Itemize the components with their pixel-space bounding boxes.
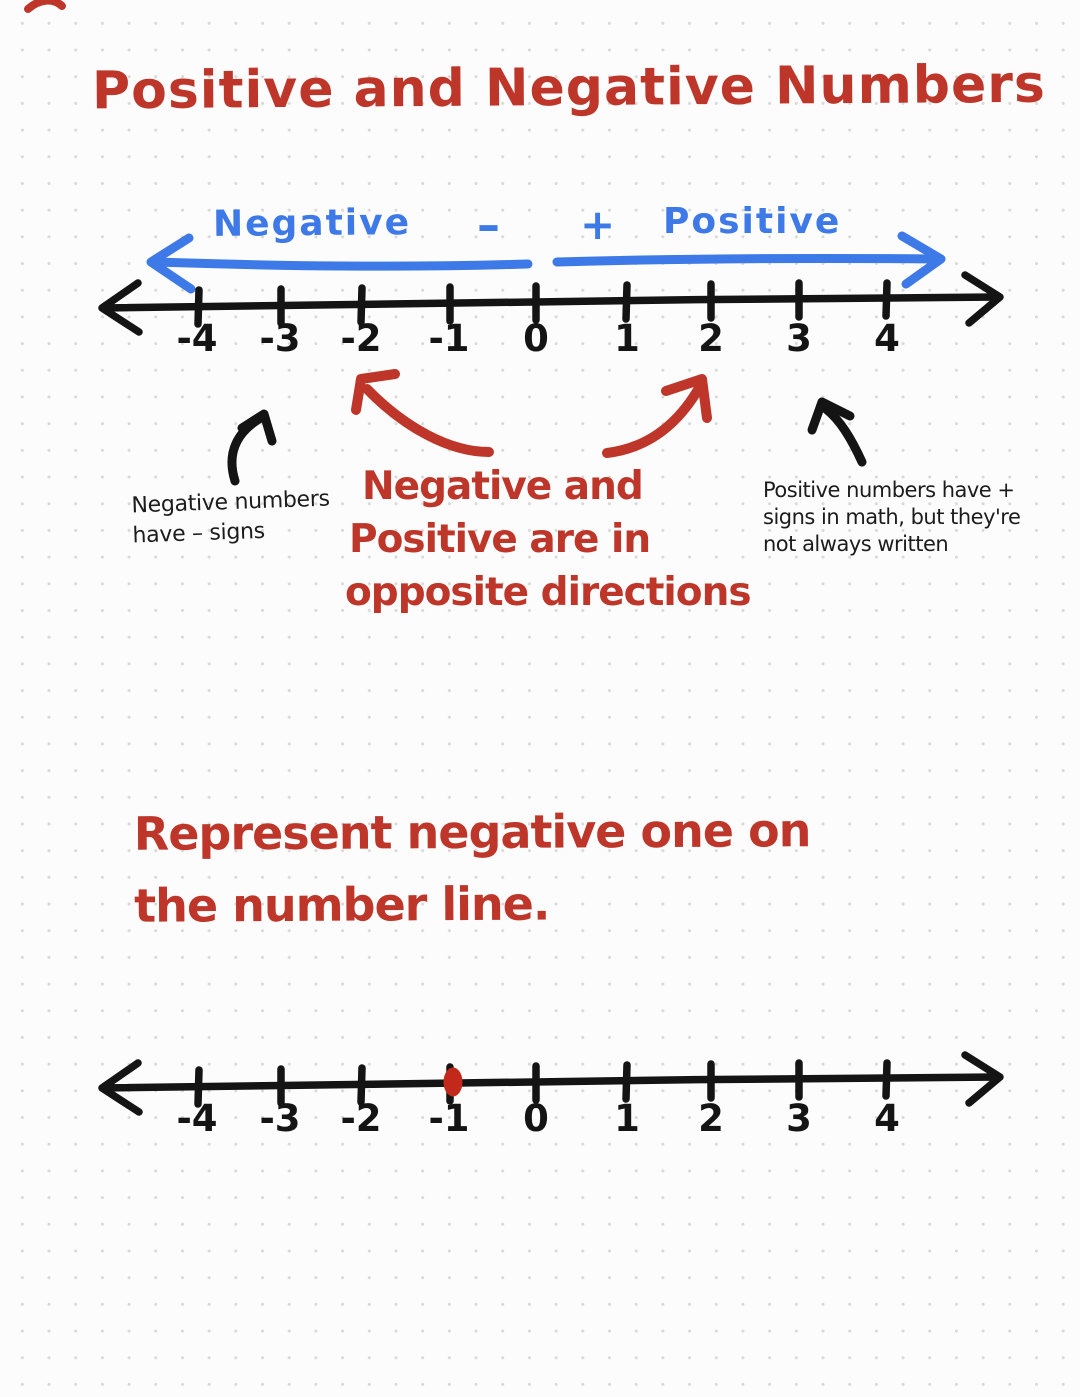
positive-numbers-note: Positive numbers have + signs in math, b…: [763, 477, 1021, 558]
prompt-line: the number line.: [134, 876, 550, 933]
opposite-directions-arrow-left: [351, 369, 494, 457]
plotted-point-negative-one: [443, 1067, 463, 1097]
negative-note-arrow: [227, 409, 277, 486]
tick-label: 0: [523, 1097, 549, 1140]
tick-label: 4: [874, 317, 900, 360]
number-line-bottom-axis: [100, 1073, 1002, 1092]
negative-direction-label: Negative: [212, 202, 412, 245]
number-line-bottom: [98, 1051, 1004, 1116]
tick-label: 0: [523, 317, 549, 360]
number-line-bottom-left-arrowhead: [98, 1059, 143, 1116]
stray-red-mark: [24, 0, 66, 13]
tick-label: -3: [259, 317, 301, 360]
plus-sign-label: +: [580, 200, 616, 249]
negative-direction-arrow: [146, 233, 533, 294]
tick-label: 3: [786, 1097, 812, 1140]
positive-direction-label: Positive: [663, 201, 842, 242]
number-line-bottom-right-arrowhead: [961, 1051, 1004, 1107]
negative-numbers-note: Negative numbers have – signs: [131, 485, 331, 552]
tick-label: -2: [340, 1097, 382, 1140]
page-title: Positive and Negative Numbers: [91, 54, 1047, 122]
prompt-line: Represent negative one on: [133, 803, 811, 861]
note-line: opposite directions: [345, 570, 752, 615]
tick-label: -2: [340, 317, 382, 360]
number-line-top-left-arrowhead: [98, 279, 143, 336]
tick-label: -4: [176, 317, 218, 360]
tick-label: 4: [874, 1097, 900, 1140]
tick-label: 2: [698, 1097, 724, 1140]
tick-label: 2: [698, 317, 724, 360]
minus-sign-label: –: [477, 198, 500, 252]
note-line: Positive numbers have +: [763, 478, 1015, 502]
tick-label: 3: [786, 317, 812, 360]
tick-label: 1: [614, 1097, 640, 1140]
number-line-top-axis: [100, 293, 1002, 312]
tick-label: -3: [259, 1097, 301, 1140]
tick-label: 1: [614, 317, 640, 360]
tick-label: -1: [428, 317, 470, 360]
exercise-prompt: Represent negative one on the number lin…: [134, 794, 811, 942]
note-line: not always written: [763, 532, 949, 556]
positive-note-arrow: [807, 397, 867, 467]
tick-label: -1: [428, 1097, 470, 1140]
opposite-directions-note: Negative and Positive are in opposite di…: [345, 460, 752, 619]
note-line: Positive are in: [349, 517, 651, 562]
note-line: have – signs: [132, 518, 266, 549]
number-line-top-right-arrowhead: [961, 271, 1004, 327]
tick-label: -4: [176, 1097, 218, 1140]
opposite-directions-arrow-right: [602, 374, 712, 458]
number-line-top: [98, 271, 1004, 336]
note-line: signs in math, but they're: [763, 505, 1021, 529]
note-line: Negative and: [362, 464, 644, 509]
